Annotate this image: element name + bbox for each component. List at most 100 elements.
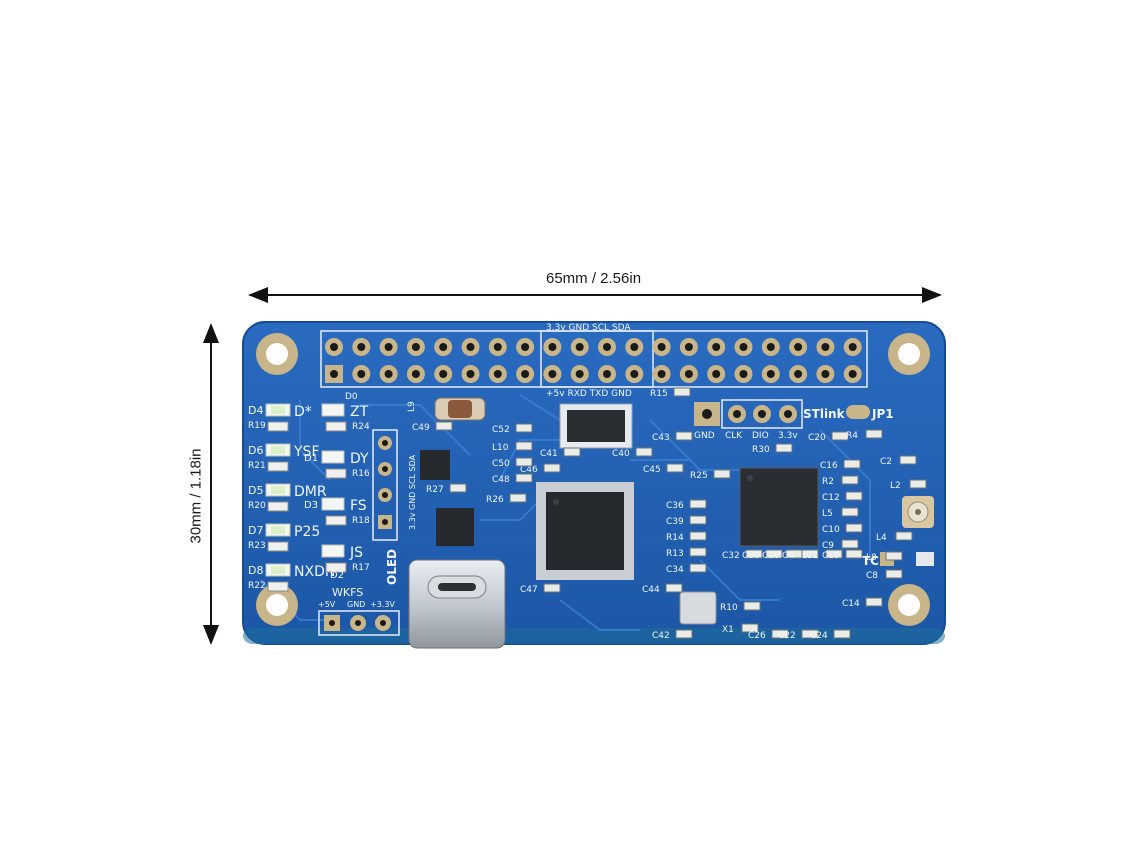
component-ref-label: C39 — [666, 517, 684, 527]
component-ref-label: R15 — [650, 389, 668, 399]
resistor-component — [325, 468, 347, 479]
stlink-pin-gnd: GND — [694, 431, 715, 441]
led-mode-label: FS — [350, 498, 367, 514]
passive-component — [743, 601, 761, 611]
component-ref-label: C20 — [808, 433, 826, 443]
passive-component — [885, 569, 903, 579]
passive-component — [673, 387, 691, 397]
stlink-pin-3v3: 3.3v — [778, 431, 798, 441]
width-dimension-label: 65mm / 2.56in — [546, 270, 642, 287]
passive-component — [449, 483, 467, 493]
small-ic-2 — [436, 508, 474, 546]
passive-component — [841, 475, 859, 485]
component-ref-label: C52 — [492, 425, 510, 435]
gpio-pin-hole — [739, 370, 748, 378]
component-ref-label: C9 — [822, 541, 834, 551]
passive-component — [771, 629, 789, 639]
passive-component — [765, 549, 783, 559]
component-ref-label: C36 — [666, 501, 684, 511]
resistor-component — [325, 562, 347, 573]
gpio-pin-hole — [330, 343, 338, 351]
gpio-pin-hole — [603, 370, 611, 378]
passive-component — [435, 421, 453, 431]
led-resistor-label: R20 — [248, 501, 266, 511]
gpio-pin-hole — [794, 343, 803, 351]
component-ref-label: C34 — [666, 565, 684, 575]
component-ref-label: C8 — [866, 571, 878, 581]
passive-component — [675, 629, 693, 639]
led-resistor-label: R19 — [248, 421, 266, 431]
led-resistor-label: R17 — [352, 563, 370, 573]
component-ref-label: L4 — [876, 533, 887, 543]
passive-component — [825, 549, 843, 559]
header-bottom-labels: +5v RXD TXD GND — [546, 389, 632, 399]
wkfs-pin-gnd: GND — [347, 600, 365, 609]
gpio-pin-hole — [384, 370, 393, 378]
led-mode-label: JS — [349, 545, 363, 561]
gpio-pin-hole — [548, 343, 557, 351]
mounting-hole-tl — [256, 333, 298, 375]
wkfs-pin-3v3: +3.3V — [370, 600, 395, 609]
mcu-chip — [536, 482, 634, 580]
gpio-pin-hole — [493, 370, 502, 378]
wkfs-label: WKFS — [332, 586, 363, 599]
component-ref-label: X1 — [722, 625, 734, 635]
gpio-pin-hole — [630, 343, 639, 351]
gpio-pin-hole — [684, 343, 693, 351]
component-ref-label: R13 — [666, 549, 684, 559]
passive-component — [515, 473, 533, 483]
component-ref-label: C28 — [762, 551, 780, 561]
oled-pins-label: 3.3v GND SCL SDA — [408, 454, 417, 530]
passive-component — [801, 549, 819, 559]
led-lens — [271, 566, 285, 574]
passive-component — [895, 531, 913, 541]
gpio-pin-hole — [357, 370, 366, 378]
d0-label: D0 — [345, 392, 358, 402]
tc-label: TC — [862, 554, 879, 568]
gpio-pin-hole — [466, 370, 475, 378]
gpio-pin-hole — [575, 343, 584, 351]
led-lens — [271, 446, 285, 454]
passive-component — [845, 523, 863, 533]
pcb-board: 3.3v GND SCL SDA +5v RXD TXD GND D0 L9 D… — [242, 321, 946, 649]
gpio-pin-hole — [712, 370, 721, 378]
led-component — [321, 403, 345, 417]
passive-component — [515, 423, 533, 433]
crystal-x1 — [679, 591, 717, 625]
oled-label: OLED — [385, 549, 399, 585]
gpio-pin-hole — [521, 343, 530, 351]
component-ref-label: C10 — [822, 525, 840, 535]
component-ref-label: R27 — [426, 485, 444, 495]
wkfs-pin-5v: +5V — [318, 600, 336, 609]
led-mode-label: P25 — [294, 524, 320, 540]
passive-component — [515, 441, 533, 451]
led-component — [321, 544, 345, 558]
led-mode-label: DMR — [294, 484, 327, 500]
gpio-header — [320, 330, 868, 388]
antenna-connector — [902, 496, 934, 528]
component-ref-label: C41 — [540, 449, 558, 459]
component-ref-label: C42 — [652, 631, 670, 641]
gpio-pin-hole — [411, 370, 420, 378]
wkfs-header: WKFS +5V GND +3.3V — [318, 586, 400, 636]
component-ref-label: C22 — [778, 631, 796, 641]
led-ref-label: D3 — [304, 500, 318, 511]
gpio-pin-hole — [630, 370, 639, 378]
passive-component — [741, 623, 759, 633]
passive-component — [801, 629, 819, 639]
mounting-hole-br — [888, 584, 930, 626]
component-ref-label: R4 — [846, 431, 858, 441]
led-component — [321, 497, 345, 511]
passive-component — [745, 549, 763, 559]
voltage-regulator — [559, 403, 633, 449]
gpio-pin-hole — [739, 343, 748, 351]
component-ref-label: C44 — [642, 585, 660, 595]
component-ref-label: C43 — [652, 433, 670, 443]
passive-component — [689, 547, 707, 557]
passive-component — [775, 443, 793, 453]
passive-component — [543, 583, 561, 593]
